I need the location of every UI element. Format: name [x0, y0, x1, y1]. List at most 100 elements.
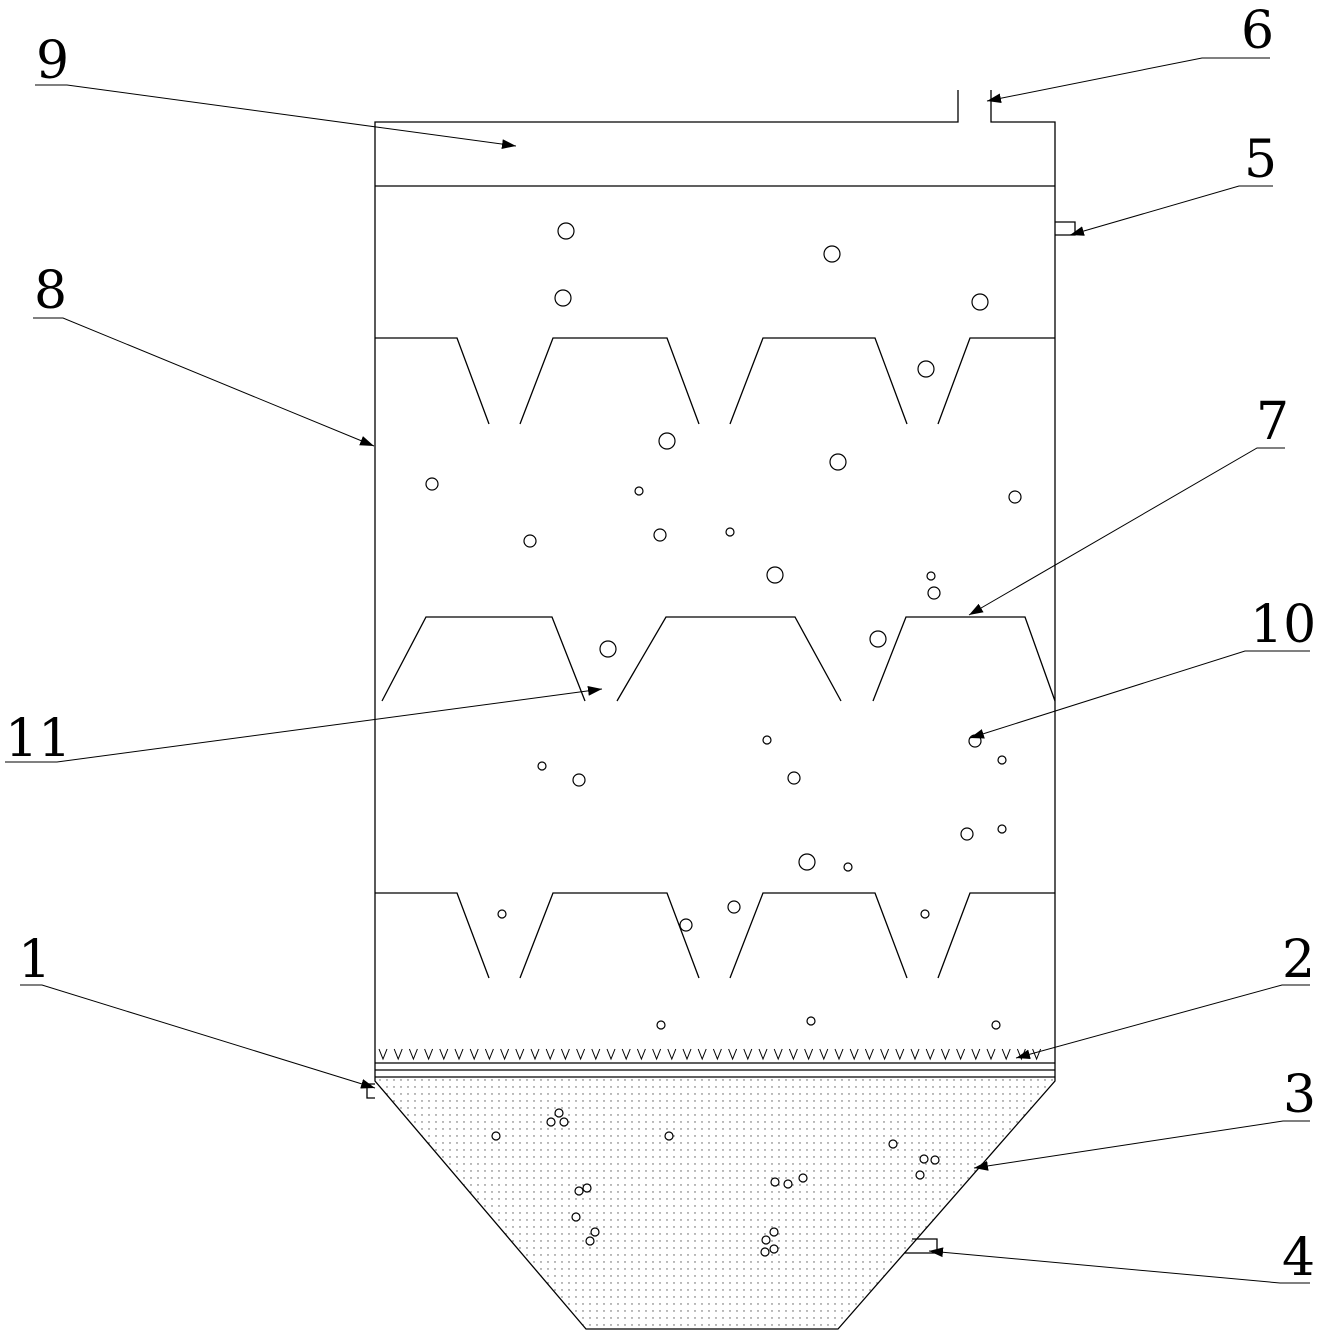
v-mark — [773, 1048, 783, 1061]
leader-3 — [973, 1120, 1310, 1171]
bubble — [572, 773, 586, 787]
bubble — [559, 1117, 569, 1127]
v-mark — [591, 1048, 601, 1061]
v-mark — [712, 1048, 722, 1061]
v-mark — [849, 1048, 859, 1061]
v-mark — [378, 1048, 388, 1061]
bubble — [761, 1235, 771, 1245]
baffle-row-1 — [375, 337, 1055, 425]
v-mark — [971, 1048, 981, 1061]
label-9: 9 — [36, 31, 69, 91]
v-mark — [576, 1048, 586, 1061]
leader-6 — [986, 57, 1270, 104]
bubble — [425, 477, 439, 491]
bubble — [888, 1139, 898, 1149]
v-mark — [636, 1048, 646, 1061]
bubble — [599, 640, 617, 658]
label-2: 2 — [1282, 930, 1315, 990]
leader-11 — [5, 686, 603, 763]
bubble — [679, 918, 693, 932]
bubble — [997, 755, 1007, 765]
bubble — [664, 1131, 674, 1141]
v-mark — [1032, 1048, 1042, 1061]
v-mark — [469, 1048, 479, 1061]
callout-labels: 6 9 5 8 7 10 11 1 2 3 4 — [5, 1, 1316, 1288]
bubble — [926, 571, 936, 581]
bubble — [523, 534, 537, 548]
bubble — [829, 453, 847, 471]
bubble — [760, 1247, 770, 1257]
v-mark — [834, 1048, 844, 1061]
v-mark — [925, 1048, 935, 1061]
label-10: 10 — [1250, 595, 1316, 655]
bubble — [590, 1227, 600, 1237]
v-mark — [424, 1048, 434, 1061]
bubble — [927, 586, 941, 600]
bubble — [582, 1183, 592, 1193]
bubble — [653, 528, 667, 542]
v-mark — [439, 1048, 449, 1061]
v-mark — [530, 1048, 540, 1061]
bottom-cone — [374, 1062, 1056, 1330]
distributor-v-marks — [378, 1048, 1042, 1061]
label-6: 6 — [1241, 1, 1274, 61]
bubbles — [425, 222, 1022, 1257]
v-mark — [743, 1048, 753, 1061]
bubble — [787, 771, 801, 785]
v-mark — [621, 1048, 631, 1061]
v-mark — [864, 1048, 874, 1061]
v-mark — [606, 1048, 616, 1061]
v-mark — [667, 1048, 677, 1061]
bubble — [762, 735, 772, 745]
bubble — [656, 1020, 666, 1030]
label-1: 1 — [18, 930, 51, 990]
bubble — [725, 527, 735, 537]
bubble — [491, 1131, 501, 1141]
bubble — [766, 566, 784, 584]
bubble — [554, 289, 572, 307]
v-mark — [408, 1048, 418, 1061]
bubble — [960, 827, 974, 841]
v-mark — [560, 1048, 570, 1061]
baffle-row-2 — [381, 616, 1056, 702]
bubble — [798, 1173, 808, 1183]
v-mark — [895, 1048, 905, 1061]
bubble — [915, 1170, 925, 1180]
v-mark — [484, 1048, 494, 1061]
bubble — [658, 432, 676, 450]
leader-lines — [5, 57, 1310, 1284]
bubble — [917, 360, 935, 378]
bubble — [783, 1179, 793, 1189]
v-mark — [545, 1048, 555, 1061]
v-mark — [515, 1048, 525, 1061]
bubble — [869, 630, 887, 648]
bubble — [497, 909, 507, 919]
v-mark — [682, 1048, 692, 1061]
leader-5 — [1069, 185, 1273, 236]
label-8: 8 — [34, 261, 67, 321]
nozzle-5 — [1055, 221, 1076, 236]
v-mark — [652, 1048, 662, 1061]
bubble — [574, 1186, 584, 1196]
bubble — [843, 862, 853, 872]
v-mark — [393, 1048, 403, 1061]
leader-8 — [33, 317, 375, 447]
bubble — [798, 853, 816, 871]
label-11: 11 — [5, 709, 71, 769]
bubble — [1008, 490, 1022, 504]
leader-1 — [20, 984, 376, 1089]
v-mark — [940, 1048, 950, 1061]
bubble — [770, 1177, 780, 1187]
bubble — [769, 1227, 779, 1237]
v-mark — [697, 1048, 707, 1061]
bubble — [537, 761, 547, 771]
leader-9 — [35, 84, 517, 149]
bubble — [991, 1020, 1001, 1030]
baffle-row-3 — [375, 892, 1055, 979]
bubble — [554, 1108, 564, 1118]
bubble — [997, 824, 1007, 834]
v-mark — [1001, 1048, 1011, 1061]
leader-4 — [928, 1247, 1310, 1284]
bubble — [634, 486, 644, 496]
